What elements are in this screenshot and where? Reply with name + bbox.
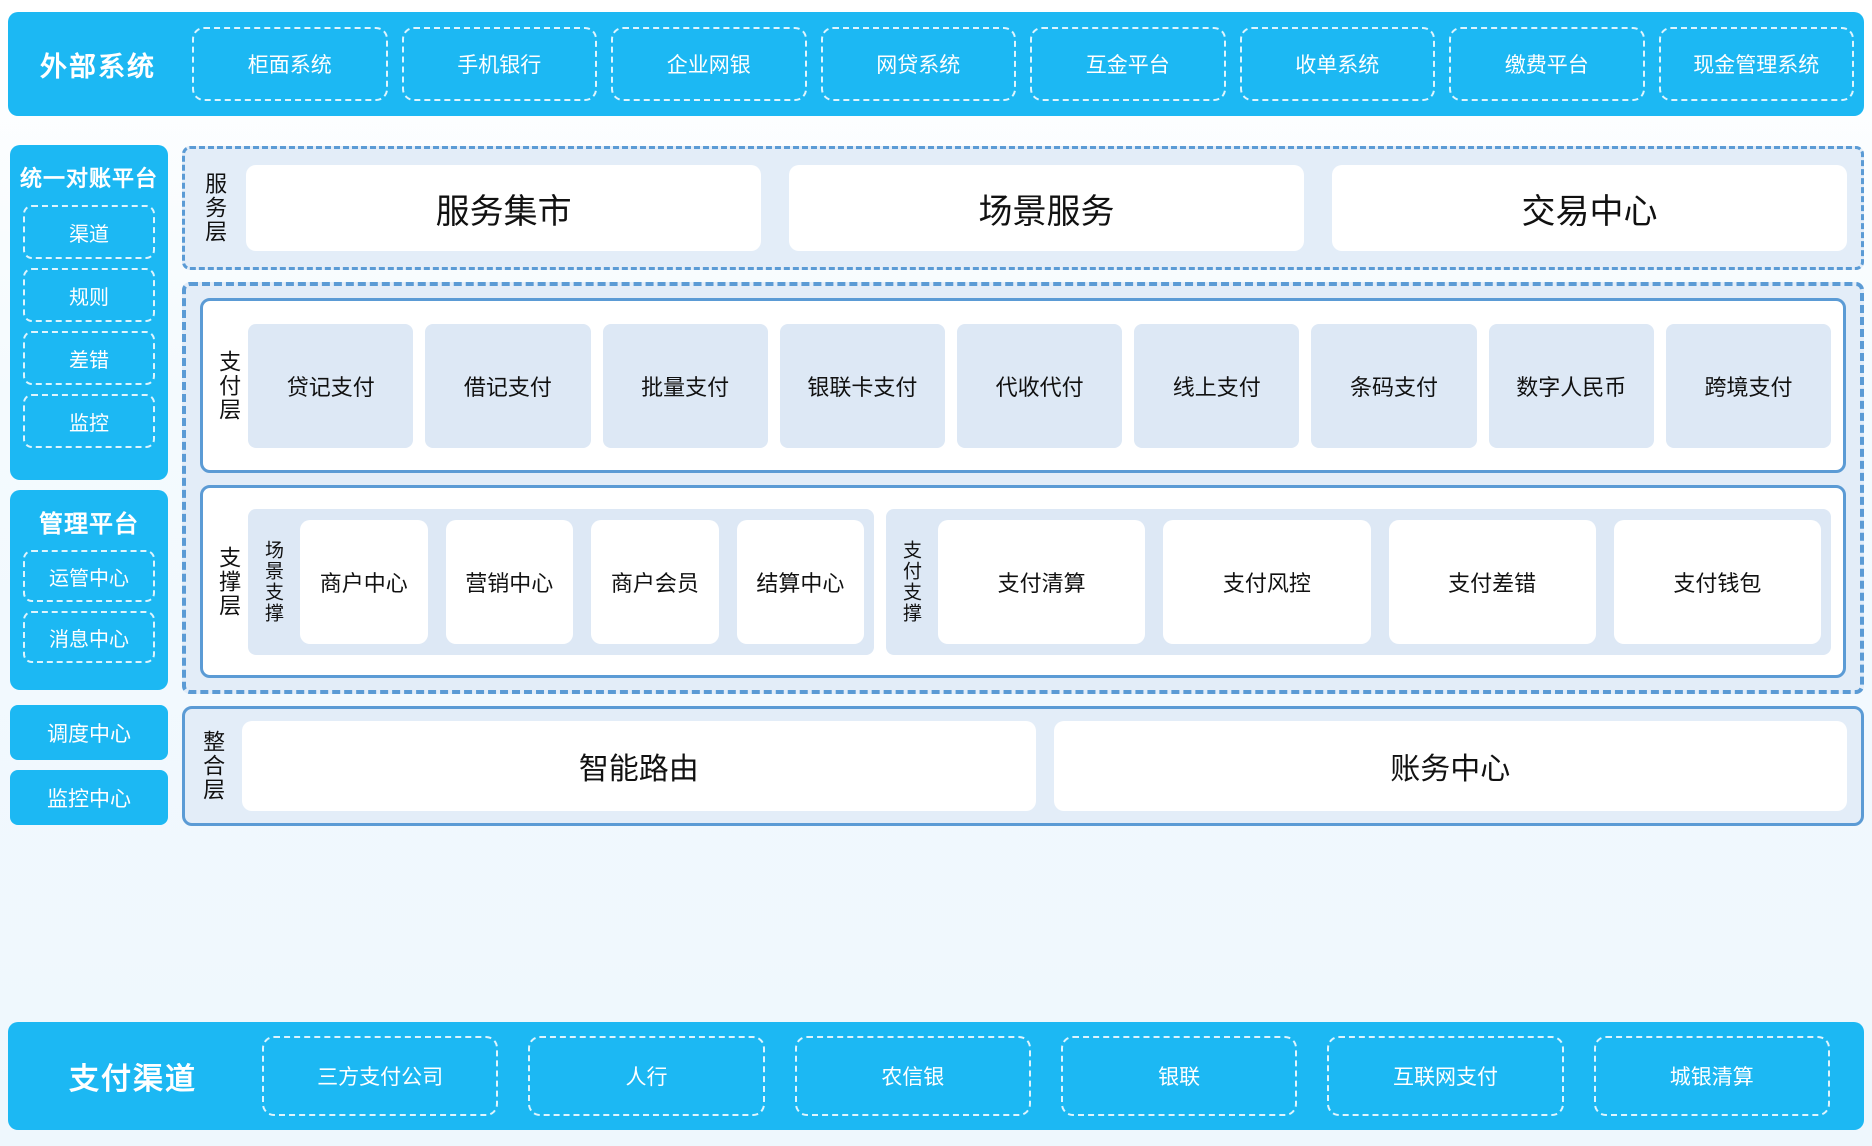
service-layer-label: 服务层 [195, 172, 234, 244]
monitor-center-card[interactable]: 监控中心 [10, 770, 168, 825]
integration-layer-panel: 整合层 智能路由 账务中心 [182, 706, 1864, 826]
scene-support-label: 场景支撑 [258, 540, 286, 624]
scene-support-group: 场景支撑 商户中心 营销中心 商户会员 结算中心 [248, 509, 874, 655]
payment-layer-label: 支付层 [209, 350, 248, 422]
payment-support-group: 支付支撑 支付清算 支付风控 支付差错 支付钱包 [886, 509, 1831, 655]
payment-item-debit[interactable]: 借记支付 [425, 324, 590, 448]
support-item-payment-wallet[interactable]: 支付钱包 [1614, 520, 1821, 644]
payment-item-batch[interactable]: 批量支付 [603, 324, 768, 448]
payment-item-digital-rmb[interactable]: 数字人民币 [1489, 324, 1654, 448]
dispatch-center-card[interactable]: 调度中心 [10, 705, 168, 760]
payment-item-credit[interactable]: 贷记支付 [248, 324, 413, 448]
support-item-payment-error[interactable]: 支付差错 [1389, 520, 1596, 644]
channel-chip-city-bank-clearing[interactable]: 城银清算 [1594, 1036, 1830, 1116]
payment-item-barcode[interactable]: 条码支付 [1311, 324, 1476, 448]
support-item-merchant-center[interactable]: 商户中心 [300, 520, 428, 644]
external-system-chip[interactable]: 网贷系统 [821, 27, 1017, 101]
payment-channel-title: 支付渠道 [18, 1054, 248, 1098]
integration-layer-label: 整合层 [193, 730, 232, 802]
reconciliation-platform-title: 统一对账平台 [20, 161, 158, 193]
service-item-scenario[interactable]: 场景服务 [789, 165, 1304, 251]
management-item-operations[interactable]: 运管中心 [23, 550, 155, 602]
external-systems-band: 外部系统 柜面系统 手机银行 企业网银 网贷系统 互金平台 收单系统 缴费平台 … [8, 12, 1864, 116]
support-item-settlement-center[interactable]: 结算中心 [737, 520, 865, 644]
external-system-chip[interactable]: 现金管理系统 [1659, 27, 1855, 101]
support-item-merchant-member[interactable]: 商户会员 [591, 520, 719, 644]
reconciliation-item-monitor[interactable]: 监控 [23, 394, 155, 448]
external-systems-title: 外部系统 [18, 45, 178, 84]
payment-support-label: 支付支撑 [896, 540, 924, 624]
channel-chip-pboc[interactable]: 人行 [528, 1036, 764, 1116]
scene-support-items: 商户中心 营销中心 商户会员 结算中心 [300, 520, 864, 644]
integration-item-accounting-center[interactable]: 账务中心 [1054, 721, 1847, 811]
reconciliation-platform-card: 统一对账平台 渠道 规则 差错 监控 [10, 145, 168, 480]
payment-item-unionpay-card[interactable]: 银联卡支付 [780, 324, 945, 448]
channel-chip-third-party[interactable]: 三方支付公司 [262, 1036, 498, 1116]
external-systems-chips: 柜面系统 手机银行 企业网银 网贷系统 互金平台 收单系统 缴费平台 现金管理系… [192, 27, 1854, 101]
external-system-chip[interactable]: 收单系统 [1240, 27, 1436, 101]
management-platform-title: 管理平台 [39, 504, 139, 539]
channel-chip-internet-payment[interactable]: 互联网支付 [1327, 1036, 1563, 1116]
reconciliation-item-error[interactable]: 差错 [23, 331, 155, 385]
payment-layer-items: 贷记支付 借记支付 批量支付 银联卡支付 代收代付 线上支付 条码支付 数字人民… [248, 324, 1831, 448]
channel-chip-unionpay[interactable]: 银联 [1061, 1036, 1297, 1116]
reconciliation-item-rule[interactable]: 规则 [23, 268, 155, 322]
external-system-chip[interactable]: 手机银行 [402, 27, 598, 101]
payment-item-online[interactable]: 线上支付 [1134, 324, 1299, 448]
support-item-marketing-center[interactable]: 营销中心 [446, 520, 574, 644]
service-layer-panel: 服务层 服务集市 场景服务 交易中心 [182, 146, 1864, 270]
support-layer-panel: 支撑层 场景支撑 商户中心 营销中心 商户会员 结算中心 支付支撑 支付清算 [200, 485, 1846, 678]
external-system-chip[interactable]: 企业网银 [611, 27, 807, 101]
integration-item-smart-routing[interactable]: 智能路由 [242, 721, 1035, 811]
reconciliation-item-channel[interactable]: 渠道 [23, 205, 155, 259]
payment-support-dashed-container: 支付层 贷记支付 借记支付 批量支付 银联卡支付 代收代付 线上支付 条码支付 … [182, 282, 1864, 694]
channel-chip-rcc[interactable]: 农信银 [795, 1036, 1031, 1116]
management-platform-card: 管理平台 运管中心 消息中心 [10, 490, 168, 690]
payment-channel-band: 支付渠道 三方支付公司 人行 农信银 银联 互联网支付 城银清算 [8, 1022, 1864, 1130]
service-layer-items: 服务集市 场景服务 交易中心 [246, 165, 1847, 251]
payment-support-items: 支付清算 支付风控 支付差错 支付钱包 [938, 520, 1821, 644]
payment-layer-panel: 支付层 贷记支付 借记支付 批量支付 银联卡支付 代收代付 线上支付 条码支付 … [200, 298, 1846, 473]
support-layer-groups: 场景支撑 商户中心 营销中心 商户会员 结算中心 支付支撑 支付清算 支付风控 … [248, 509, 1831, 655]
integration-layer-items: 智能路由 账务中心 [242, 721, 1847, 811]
support-layer-label: 支撑层 [209, 546, 248, 618]
payment-item-collection-payment[interactable]: 代收代付 [957, 324, 1122, 448]
payment-channel-chips: 三方支付公司 人行 农信银 银联 互联网支付 城银清算 [262, 1036, 1854, 1116]
service-item-transaction-center[interactable]: 交易中心 [1332, 165, 1847, 251]
payment-item-cross-border[interactable]: 跨境支付 [1666, 324, 1831, 448]
support-item-payment-clearing[interactable]: 支付清算 [938, 520, 1145, 644]
management-item-message[interactable]: 消息中心 [23, 611, 155, 663]
external-system-chip[interactable]: 柜面系统 [192, 27, 388, 101]
external-system-chip[interactable]: 互金平台 [1030, 27, 1226, 101]
external-system-chip[interactable]: 缴费平台 [1449, 27, 1645, 101]
service-item-marketplace[interactable]: 服务集市 [246, 165, 761, 251]
support-item-payment-risk[interactable]: 支付风控 [1163, 520, 1370, 644]
